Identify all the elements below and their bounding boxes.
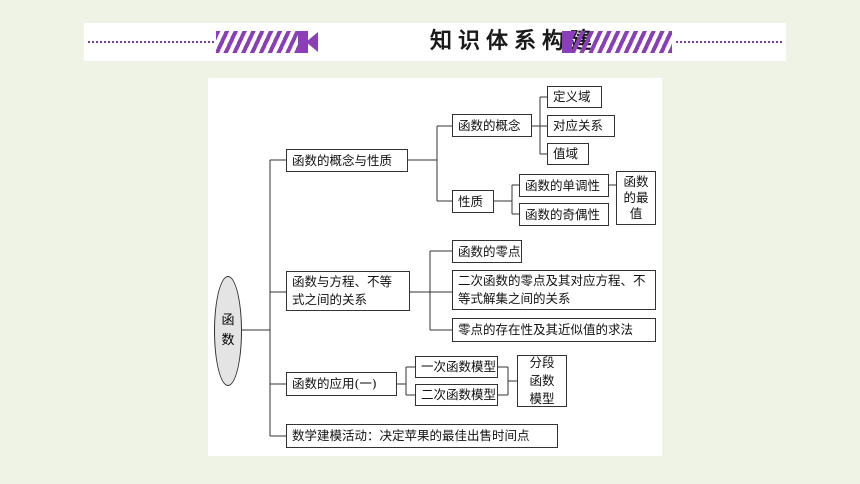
- dotted-line-right: [676, 41, 782, 43]
- header-banner: 知识体系构建: [84, 23, 786, 61]
- node-property: 性质: [452, 190, 494, 213]
- arrow-left-icon: [306, 32, 318, 52]
- stripes-left: [216, 31, 298, 53]
- bar-left: [298, 31, 308, 53]
- node-correspondence: 对应关系: [547, 115, 615, 137]
- node-extremum: 函数的最值: [616, 171, 656, 225]
- root-node: 函 数: [214, 276, 242, 386]
- node-zero: 函数的零点: [452, 240, 522, 263]
- node-monotonic: 函数的单调性: [519, 174, 609, 197]
- node-linear-model: 一次函数模型: [415, 356, 498, 378]
- node-domain: 定义域: [547, 86, 602, 108]
- node-application: 函数的应用(一): [286, 372, 397, 396]
- node-modeling: 数学建模活动：决定苹果的最佳出售时间点: [286, 424, 558, 448]
- node-parity: 函数的奇偶性: [519, 203, 609, 226]
- node-quad-model: 二次函数模型: [415, 384, 498, 406]
- root-char-2: 数: [221, 333, 235, 348]
- node-equation-inequality: 函数与方程、不等式之间的关系: [286, 271, 410, 311]
- dotted-line-left: [88, 41, 214, 43]
- node-zero-existence: 零点的存在性及其近似值的求法: [452, 318, 656, 342]
- connector-lines: [241, 96, 616, 437]
- root-char-1: 函: [221, 313, 235, 328]
- bar-right: [562, 31, 572, 53]
- node-range: 值域: [547, 143, 589, 165]
- node-piecewise-model: 分段函数模型: [517, 355, 567, 407]
- node-concept-property: 函数的概念与性质: [286, 149, 408, 172]
- stripes-right: [572, 31, 672, 53]
- node-quad-relation: 二次函数的零点及其对应方程、不等式解集之间的关系: [452, 270, 656, 310]
- node-concept: 函数的概念: [452, 114, 532, 137]
- mind-map: 函 数 函数的概念与性质 函数的概念 定义域 对应关系 值域 性质 函数的单调性…: [208, 78, 662, 456]
